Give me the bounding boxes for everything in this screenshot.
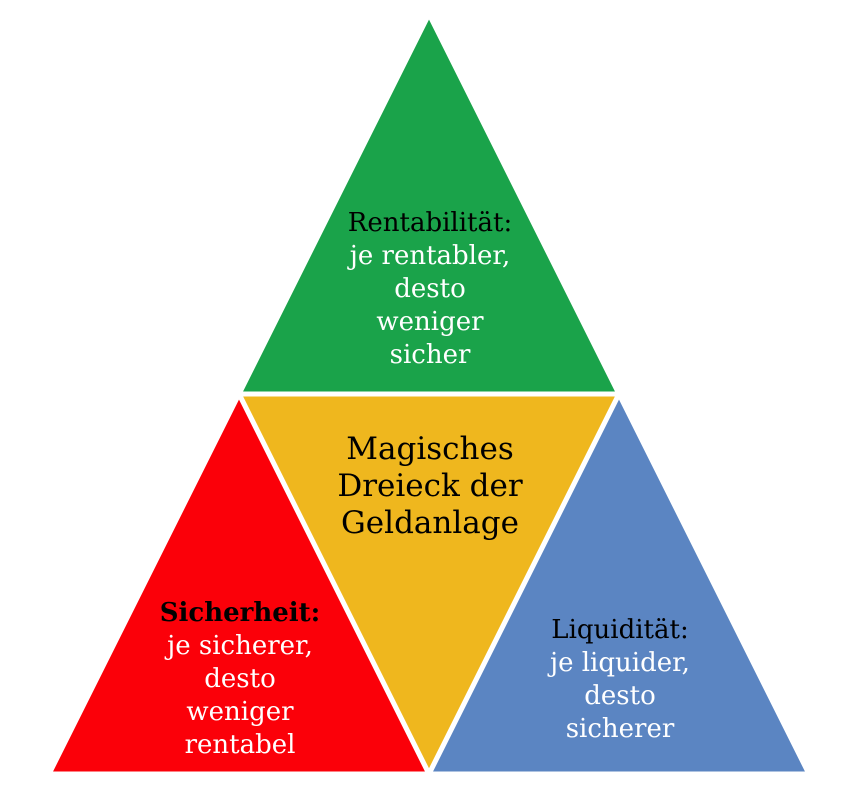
rentabilitaet-line-2: desto — [394, 274, 466, 304]
sicherheit-line-3: weniger — [186, 697, 294, 727]
center-title-line-3: Geldanlage — [341, 505, 519, 541]
liquiditaet-line-1: je liquider, — [550, 648, 690, 678]
liquiditaet-line-3: sicherer — [565, 714, 675, 744]
rentabilitaet-label: Rentabilität: je rentabler, desto wenige… — [280, 207, 580, 372]
rentabilitaet-heading: Rentabilität: — [347, 208, 513, 238]
sicherheit-line-1: je sicherer, — [167, 631, 313, 661]
sicherheit-label: Sicherheit: je sicherer, desto weniger r… — [90, 597, 390, 762]
liquiditaet-heading: Liquidität: — [551, 615, 689, 645]
rentabilitaet-line-4: sicher — [389, 340, 471, 370]
center-title: Magisches Dreieck der Geldanlage — [280, 431, 580, 542]
liquiditaet-triangle — [424, 388, 814, 777]
sicherheit-triangle — [44, 388, 434, 777]
center-title-line-1: Magisches — [346, 431, 514, 467]
liquiditaet-label: Liquidität: je liquider, desto sicherer — [470, 614, 770, 746]
center-title-line-2: Dreieck der — [337, 468, 523, 504]
rentabilitaet-line-1: je rentabler, — [349, 241, 511, 271]
rentabilitaet-line-3: weniger — [376, 307, 484, 337]
sicherheit-line-2: desto — [204, 664, 276, 694]
sicherheit-heading: Sicherheit: — [159, 598, 321, 628]
liquiditaet-line-2: desto — [584, 681, 656, 711]
sicherheit-line-4: rentabel — [184, 730, 296, 760]
